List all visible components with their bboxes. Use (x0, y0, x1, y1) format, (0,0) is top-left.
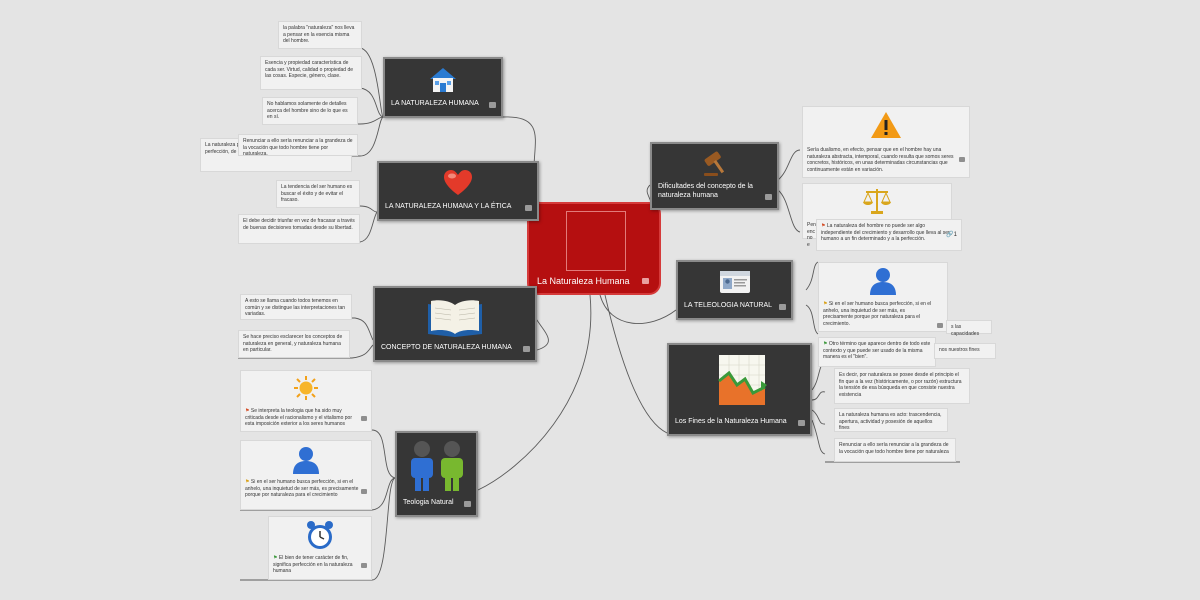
note-ser-humano-busca-right[interactable]: ⚑ Si en el ser humano busca perfección, … (818, 262, 948, 332)
note-otro-termino[interactable]: ⚑ Otro término que aparece dentro de tod… (818, 337, 936, 367)
note-dualismo[interactable]: Sería dualismo, en efecto, pensar que en… (802, 106, 970, 178)
chart-icon (669, 351, 810, 411)
topic-label: LA NATURALEZA HUMANA Y LA ÉTICA (385, 203, 512, 210)
note-text: Si en el ser humano busca perfección, si… (245, 479, 359, 498)
warning-icon (803, 111, 969, 142)
topic-naturaleza-humana[interactable]: LA NATURALEZA HUMANA (383, 57, 503, 118)
note-es-decir[interactable]: Es decir, por naturaleza se posee desde … (834, 368, 970, 404)
note-capacidades[interactable]: s las capacidades (946, 320, 992, 337)
link-fines (604, 294, 668, 434)
central-image-placeholder (566, 211, 626, 271)
note-naturaleza-hombre[interactable]: ⚑ La naturaleza del hombre no puede ser … (816, 219, 962, 251)
note-icon[interactable] (937, 323, 943, 328)
people-icon (397, 439, 476, 495)
flag-icon: ⚑ (245, 479, 251, 485)
note-teologia-interpreta[interactable]: ⚑ Se interpreta la teologia que ha sido … (240, 370, 372, 432)
topic-label: Dificultades del concepto de la naturale… (658, 183, 753, 199)
note-icon[interactable] (523, 346, 530, 352)
heart-icon (379, 169, 537, 199)
note-text: La naturaleza del hombre no puede ser al… (821, 223, 950, 242)
topic-label: Los Fines de la Naturaleza Humana (675, 418, 787, 425)
topic-concepto[interactable]: CONCEPTO DE NATURALEZA HUMANA (373, 286, 537, 362)
topic-teologia-natural[interactable]: Teologia Natural (395, 431, 478, 517)
note-se-hace-preciso[interactable]: Se hace preciso esclarecer los conceptos… (238, 330, 350, 358)
note-text: El bien de tener carácter de fin, signif… (273, 555, 353, 574)
link-count-icon[interactable]: 🔗1 (946, 232, 957, 238)
note-icon[interactable] (525, 205, 532, 211)
note-nuestros-fines[interactable]: nos nuestros fines (934, 343, 996, 359)
note-text: No hablamos solamente de detalles acerca… (267, 101, 348, 120)
user-icon (819, 266, 947, 299)
central-topic-label: La Naturaleza Humana (537, 276, 630, 286)
note-text: Se hace preciso esclarecer los conceptos… (243, 334, 343, 353)
flag-icon: ⚑ (823, 341, 829, 347)
note-tendencia[interactable]: La tendencia del ser humano es buscar el… (276, 180, 360, 208)
gavel-icon (652, 150, 777, 180)
note-icon[interactable] (798, 420, 805, 426)
note-no-hablamos[interactable]: No hablamos solamente de detalles acerca… (262, 97, 358, 125)
note-icon[interactable] (765, 194, 772, 200)
note-a-esto[interactable]: A esto se llama cuando todos tenemos en … (240, 294, 352, 320)
note-text: la palabra "naturaleza" nos lleva a pens… (283, 25, 355, 44)
note-text: nos nuestros fines (939, 347, 980, 353)
note-icon[interactable] (642, 278, 649, 284)
note-icon[interactable] (361, 416, 367, 421)
scales-icon (803, 186, 951, 219)
link-teleologia (599, 294, 677, 324)
note-icon[interactable] (361, 563, 367, 568)
note-text: Es decir, por naturaleza se posee desde … (839, 372, 962, 398)
note-icon[interactable] (464, 501, 471, 507)
note-text: A esto se llama cuando todos tenemos en … (245, 298, 346, 317)
note-esencia[interactable]: Esencia y propiedad característica de ca… (260, 56, 362, 90)
topic-label: LA NATURALEZA HUMANA (391, 100, 479, 107)
note-renunciar-left[interactable]: Renunciar a ello sería renunciar a la gr… (238, 134, 358, 157)
note-text: Renunciar a ello sería renunciar a la gr… (243, 138, 353, 157)
central-topic[interactable]: La Naturaleza Humana (527, 202, 661, 295)
book-icon (375, 296, 535, 340)
topic-dificultades[interactable]: Dificultades del concepto de la naturale… (650, 142, 779, 210)
note-text: La tendencia del ser humano es buscar el… (281, 184, 353, 203)
note-text: Sería dualismo, en efecto, pensar que en… (807, 147, 954, 173)
topic-label: Teologia Natural (403, 499, 454, 506)
clock-icon (269, 520, 371, 553)
topic-fines[interactable]: Los Fines de la Naturaleza Humana (667, 343, 812, 436)
note-text: Se interpreta la teologia que ha sido mu… (245, 408, 352, 427)
note-text: El debe decidir triunfar en vez de fraca… (243, 218, 355, 231)
topic-teleologia[interactable]: LA TELEOLOGIA NATURAL (676, 260, 793, 320)
note-text: Esencia y propiedad característica de ca… (265, 60, 354, 79)
topic-label: LA TELEOLOGIA NATURAL (684, 302, 773, 309)
note-naturaleza-palabra[interactable]: la palabra "naturaleza" nos lleva a pens… (278, 21, 362, 49)
link-teologia (477, 294, 592, 491)
note-icon[interactable] (959, 157, 965, 162)
note-text: Renunciar a ello sería renunciar a la gr… (839, 442, 949, 455)
house-icon (385, 67, 501, 95)
note-text: La naturaleza humana es acto: trascenden… (839, 412, 942, 431)
id-card-icon (678, 270, 791, 296)
flag-icon: ⚑ (273, 555, 279, 561)
note-renunciar-right[interactable]: Renunciar a ello sería renunciar a la gr… (834, 438, 956, 462)
user-icon (241, 445, 371, 478)
flag-icon: ⚑ (823, 301, 829, 307)
note-text: Pen enc no e (807, 222, 816, 248)
flag-icon: ⚑ (821, 223, 827, 229)
topic-label: CONCEPTO DE NATURALEZA HUMANA (381, 344, 512, 351)
note-text: s las capacidades (951, 324, 980, 337)
note-text: Si en el ser humano busca perfección, si… (823, 301, 932, 327)
note-icon[interactable] (361, 489, 367, 494)
note-debe-decidir[interactable]: El debe decidir triunfar en vez de fraca… (238, 214, 360, 244)
note-text: Otro término que aparece dentro de todo … (823, 341, 931, 360)
note-bien-fin[interactable]: ⚑ El bien de tener carácter de fin, sign… (268, 516, 372, 580)
note-ser-humano-busca-left[interactable]: ⚑ Si en el ser humano busca perfección, … (240, 440, 372, 510)
note-acto-trascendencia[interactable]: La naturaleza humana es acto: trascenden… (834, 408, 948, 432)
flag-icon: ⚑ (245, 408, 251, 414)
topic-naturaleza-etica[interactable]: LA NATURALEZA HUMANA Y LA ÉTICA (377, 161, 539, 221)
note-icon[interactable] (489, 102, 496, 108)
sun-icon (241, 375, 371, 404)
note-icon[interactable] (779, 304, 786, 310)
